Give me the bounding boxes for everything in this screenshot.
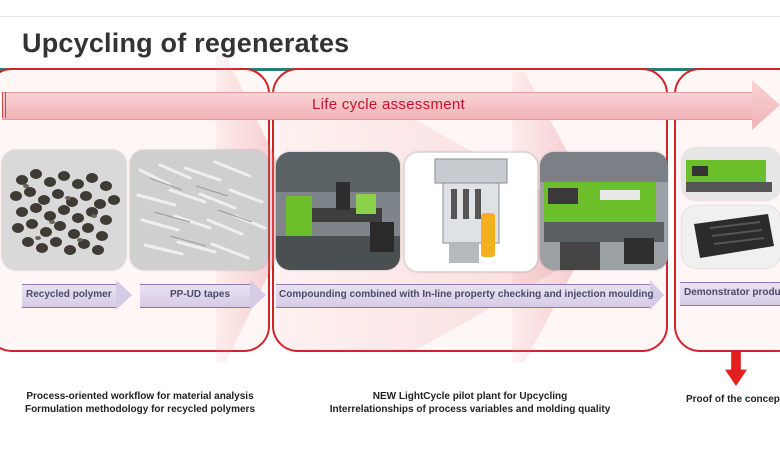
- top-divider: [0, 16, 780, 17]
- pp-ud-tapes-label: PP-UD tapes: [170, 289, 231, 300]
- moulding-machine-illustration: [540, 152, 668, 270]
- recycled-polymer-photo: [2, 150, 126, 270]
- compounding-label: Compounding combined with In-line proper…: [279, 289, 654, 300]
- caption-group1-line1: Process-oriented workflow for material a…: [26, 391, 254, 402]
- compounding-line-photo: [276, 152, 400, 270]
- slide-title: Upcycling of regenerates: [22, 28, 350, 58]
- caption-group2-line1: NEW LightCycle pilot plant for Upcycling: [372, 391, 568, 402]
- demonstrator-part-photo: [682, 206, 780, 268]
- compounder-illustration: [276, 152, 400, 270]
- caption-group1: Process-oriented workflow for material a…: [0, 390, 280, 416]
- demonstrator-label: Demonstrator produ: [684, 287, 780, 298]
- demonstrator-arrow: [680, 282, 780, 306]
- demonstrator-machine-photo: [682, 148, 780, 200]
- compounding-arrow: [276, 284, 650, 308]
- caption-group3: Proof of the concep: [686, 393, 780, 406]
- checking-unit-illustration: [434, 158, 508, 263]
- down-arrow-icon: [725, 352, 747, 386]
- inline-checking-photo: [404, 152, 538, 272]
- caption-group2-line2: Interrelationships of process variables …: [329, 404, 611, 415]
- tapes-illustration: [136, 160, 267, 260]
- granulate-illustration: [10, 169, 120, 255]
- recycled-polymer-label: Recycled polymer: [26, 289, 112, 300]
- recycled-polymer-arrow: [22, 284, 116, 308]
- caption-group1-line2: Formulation methodology for recycled pol…: [24, 404, 256, 415]
- caption-group2: NEW LightCycle pilot plant for Upcycling…: [290, 390, 650, 416]
- lca-arrow-shaft: [2, 92, 754, 120]
- pp-ud-tapes-arrow: [140, 284, 250, 308]
- lca-label: Life cycle assessment: [312, 96, 466, 113]
- demonstrator-part-illustration: [694, 214, 774, 258]
- caption-group3-line1: Proof of the concep: [686, 394, 780, 405]
- pp-ud-tapes-photo: [130, 150, 268, 270]
- injection-moulding-photo: [540, 152, 668, 270]
- lca-arrow-tail-mark: [2, 92, 8, 118]
- demonstrator-machine-illustration: [686, 160, 772, 192]
